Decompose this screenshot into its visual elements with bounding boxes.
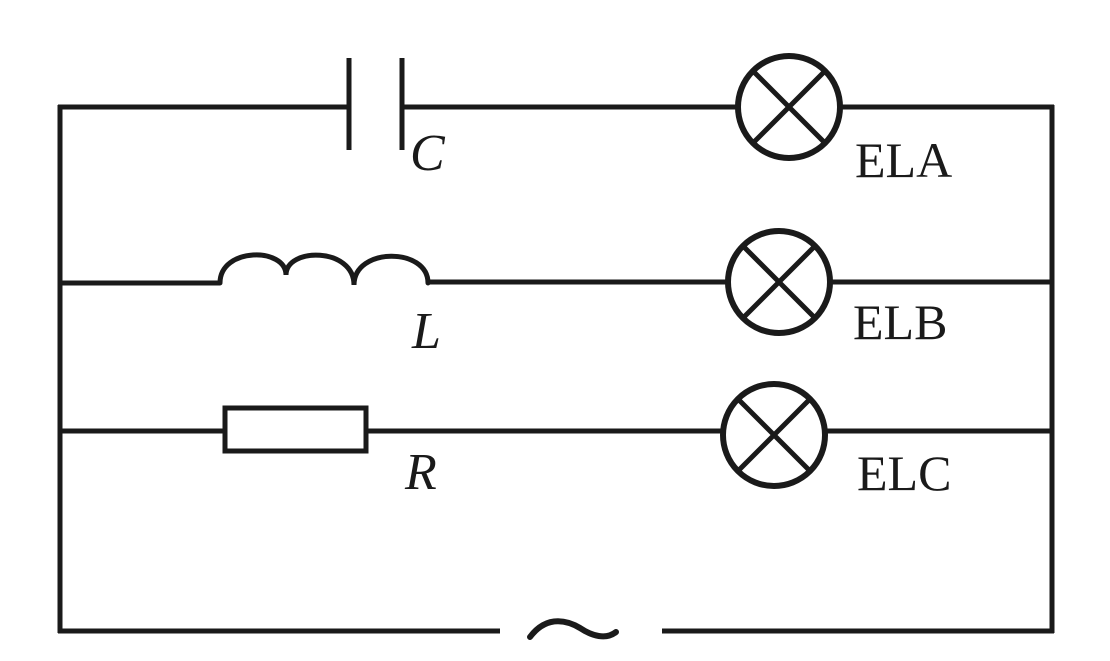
ac-source-icon xyxy=(527,618,619,640)
lamp-b-icon xyxy=(725,228,833,336)
lamp-a-label: ELA xyxy=(855,132,952,188)
resistor-label: R xyxy=(404,444,437,501)
inductor-label: L xyxy=(411,303,441,360)
branch-resistor: R ELC xyxy=(58,381,1054,501)
lamp-a-icon xyxy=(735,53,843,161)
lamp-c-icon xyxy=(720,381,828,489)
lamp-b-label: ELB xyxy=(853,294,947,350)
resistor-icon xyxy=(222,405,369,454)
branch-capacitor: C ELA xyxy=(58,53,1054,188)
branch-inductor: L ELB xyxy=(58,228,1054,360)
capacitor-icon xyxy=(346,58,405,150)
outer-wires xyxy=(57,105,1055,634)
lamp-c-label: ELC xyxy=(857,445,951,501)
capacitor-label: C xyxy=(410,125,446,182)
inductor-icon xyxy=(217,252,431,286)
